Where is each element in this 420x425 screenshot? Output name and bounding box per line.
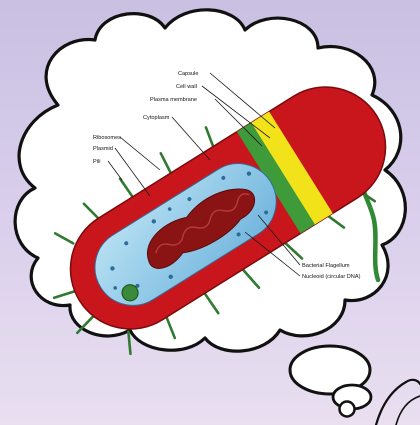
sketch-stroke-2 [396,396,420,425]
label-ribosomes: Ribosomes [93,135,121,141]
label-bacterial-flagellum: Bacterial Flagellum [302,263,350,269]
label-nucleoid: Nucleoid (circular DNA) [302,274,361,280]
label-cell-wall: Cell wall [176,84,197,90]
thought-bubble-small [340,402,355,417]
label-pili: Pili [93,159,100,165]
label-plasma-membrane: Plasma membrane [150,97,197,103]
label-plasmid: Plasmid [93,146,113,152]
label-cytoplasm: Cytoplasm [143,115,170,121]
label-capsule: Capsule [178,71,199,77]
